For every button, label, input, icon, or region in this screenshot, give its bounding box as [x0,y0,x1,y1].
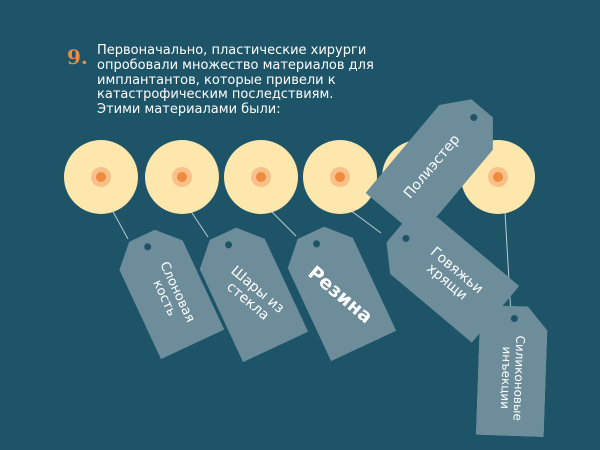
tag-hole [311,239,320,248]
implant-circle [64,140,138,214]
intro-line: имплантантов, которые привели к [97,72,336,88]
center-dot [330,167,350,187]
fact-number: 9. [67,45,88,69]
tag-hole [401,234,411,244]
tag-hole [223,240,232,249]
center-dot [172,167,192,187]
intro-line: опробовали множество материалов для [97,57,374,73]
intro-line: Этими материалами были: [97,102,281,118]
implant-circle [224,140,298,214]
intro-text: Первоначально, пластические хирурги опро… [97,43,397,118]
tag-label: Полиэстер [400,131,464,202]
implant-circle [303,140,377,214]
center-dot [251,167,271,187]
intro-line: Первоначально, пластические хирурги [97,43,367,58]
intro-line: катастрофическим последствиям. [97,87,334,103]
tag-hole [469,113,479,123]
tag-label: Резина [303,261,377,328]
implant-circle [145,140,219,214]
center-dot [91,167,111,187]
tag-hole [143,242,152,251]
center-dot [488,167,508,187]
tag-hole [510,315,517,322]
